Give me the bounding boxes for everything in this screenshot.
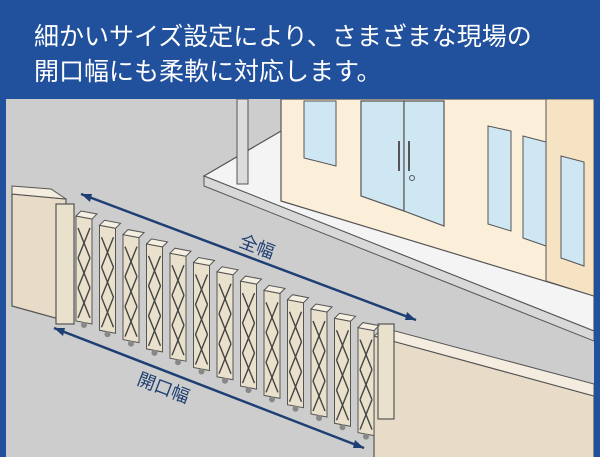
gate-panel <box>309 303 334 421</box>
curb <box>203 175 594 342</box>
gate-panel <box>333 312 357 431</box>
gate-panel <box>168 247 193 366</box>
gate-panel <box>356 322 381 440</box>
gate-illustration: 全幅 開口幅 <box>6 99 594 457</box>
window <box>487 125 512 232</box>
opening-width-dimension <box>53 326 365 450</box>
gate-panel <box>262 284 287 403</box>
pole <box>236 99 249 185</box>
gate-panel <box>239 275 263 394</box>
total-width-dimension <box>80 192 417 322</box>
gate-panel <box>286 294 310 412</box>
window <box>560 155 585 267</box>
gate-panel <box>145 238 169 356</box>
door-right <box>403 100 445 227</box>
header-banner: 細かいサイズ設定により、さまざまな現場の 開口幅にも柔軟に対応します。 <box>6 6 594 99</box>
gate-post-right <box>377 323 395 420</box>
left-wall <box>11 185 67 322</box>
header-line-2: 開口幅にも柔軟に対応します。 <box>34 57 382 86</box>
gate-panel <box>215 266 240 384</box>
gate-panel <box>121 229 146 347</box>
header-line-1: 細かいサイズ設定により、さまざまな現場の <box>34 22 532 51</box>
gate-panel <box>74 210 99 328</box>
door-left <box>360 100 405 212</box>
window <box>522 135 547 247</box>
building <box>280 99 594 297</box>
gate-post-left <box>55 203 75 325</box>
accordion-gate <box>74 210 381 440</box>
window <box>303 100 337 167</box>
gate-panel <box>192 256 216 375</box>
gate-panel <box>98 219 122 338</box>
